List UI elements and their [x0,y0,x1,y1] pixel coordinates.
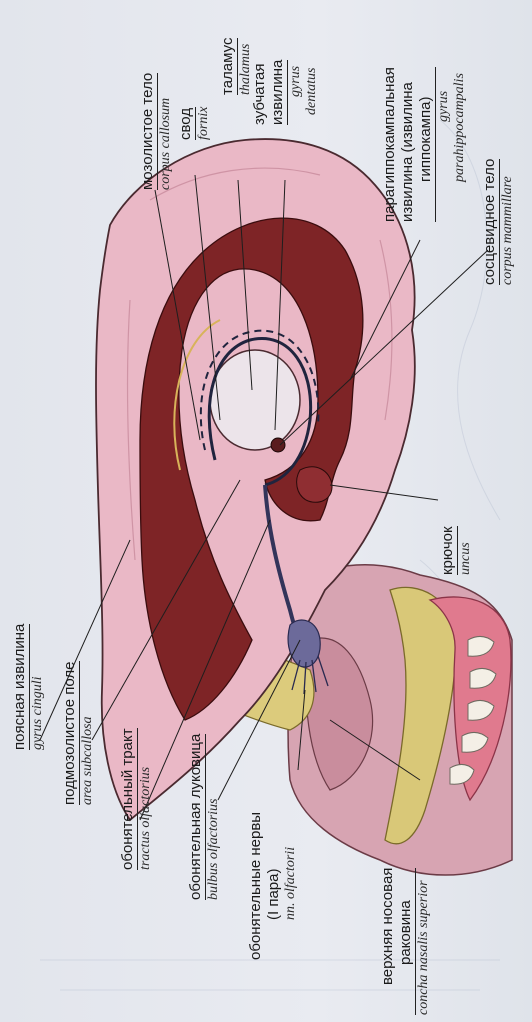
label-fornix: свод fornix [176,107,212,140]
label-corpus-mammillare: сосцевидное тело corpus mammillare [480,159,516,285]
label-gyrus-dentatus: зубчатая извилина gyrus dentatus [250,60,320,125]
label-thalamus: таламус thalamus [218,38,254,95]
label-gyrus-cinguli: поясная извилина gyrus cinguli [10,624,46,750]
mammillary-body-shape [271,438,285,452]
label-corpus-callosum: мозолистое тело corpus callosum [138,73,174,190]
label-area-subcallosa: подмозолистое поле area subcallosa [60,661,96,805]
thalamus-shape [210,350,300,450]
label-concha: верхняя носовая раковина concha nasalis … [378,868,432,1015]
label-bulbus-olfactorius: обонятельная луковица bulbus olfactorius [186,734,222,900]
label-nn-olfactorii: обонятельные нервы (I пара) nn. olfactor… [246,812,299,960]
label-tractus-olfactorius: обонятельный тракт tractus olfactorius [118,728,154,870]
label-uncus: крючок uncus [438,526,474,575]
label-parahippocampalis: парагиппокампальная извилина (извилина г… [380,67,468,222]
